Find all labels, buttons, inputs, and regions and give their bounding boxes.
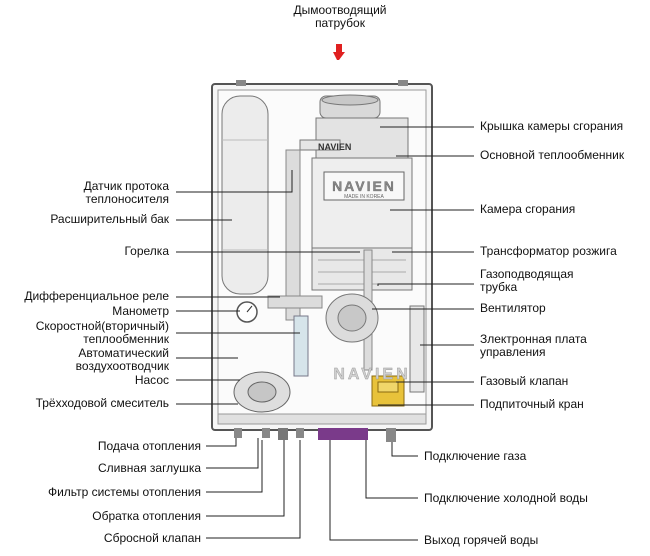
label-gas-valve: Газовый клапан [480, 374, 569, 388]
brand-front-logo: NAVIEN [333, 366, 410, 383]
label-three-way-mixer: Трёхходовой смеситель [35, 396, 169, 410]
label-main-exchanger: Основной теплообменник [480, 148, 625, 162]
label-differential-relay: Дифференциальное реле [24, 289, 169, 303]
boiler-body [211, 80, 433, 442]
flue-arrow-icon [333, 44, 345, 60]
label-pump: Насос [134, 373, 169, 387]
label-ignition-transformer: Трансформатор розжига [480, 244, 617, 258]
label-chamber-cover: Крышка камеры сгорания [480, 119, 624, 133]
label-expansion-tank: Расширительный бак [50, 212, 169, 226]
label-air-vent: Автоматический воздухоотводчик [75, 346, 169, 373]
flue-outlet-label: Дымоотводящий патрубок [293, 3, 387, 30]
label-heating-supply: Подача отопления [97, 439, 201, 453]
label-drain-plug: Сливная заглушка [98, 461, 201, 475]
brand-top-logo: NAVIEN [318, 142, 351, 152]
label-gas-supply-tube: Газоподводящая трубка [480, 267, 574, 294]
label-burner: Горелка [124, 244, 169, 258]
label-heating-filter: Фильтр системы отопления [47, 485, 201, 499]
brand-plate: NAVIEN [332, 178, 396, 194]
label-gas-connection: Подключение газа [424, 449, 527, 463]
label-make-up-valve: Подпиточный кран [480, 397, 584, 411]
label-manometer: Манометр [112, 304, 169, 318]
leader-lines [176, 126, 474, 541]
label-hot-water-outlet: Выход горячей воды [424, 533, 539, 547]
label-secondary-exchanger: Скоростной(вторичный) теплообменник [35, 319, 169, 346]
label-control-board: Злектронная плата управления [480, 332, 587, 359]
label-heating-return: Обратка отопления [92, 509, 201, 523]
label-cold-water-connection: Подключение холодной воды [424, 491, 588, 505]
brand-plate-sub: MADE IN KOREA [344, 194, 384, 200]
label-combustion-chamber: Камера сгорания [480, 202, 576, 216]
label-fan: Вентилятор [480, 301, 546, 315]
label-flow-sensor: Датчик протока теплоносителя [83, 179, 169, 206]
label-relief-valve: Сбросной клапан [103, 531, 201, 545]
